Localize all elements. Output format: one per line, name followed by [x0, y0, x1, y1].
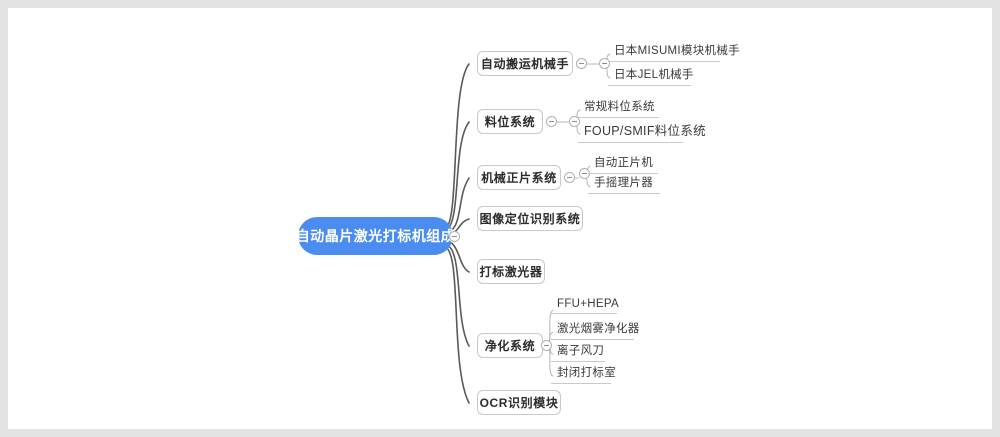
leaf-node-label: 封闭打标室	[557, 367, 616, 379]
fork-collapse-toggle-6[interactable]	[541, 340, 552, 351]
leaf-node-ionizing-air-knife[interactable]: 离子风刀	[551, 342, 605, 362]
branch-node-label: OCR识别模块	[479, 396, 559, 410]
leaf-node-label: 日本MISUMI模块机械手	[614, 45, 740, 57]
mindmap-canvas: 自动晶片激光打标机组成 自动搬运机械手 日本MISUMI模块机械手 日本JEL机…	[8, 8, 992, 429]
root-node[interactable]: 自动晶片激光打标机组成	[295, 217, 456, 255]
branch-node-image-positioning-system[interactable]: 图像定位识别系统	[477, 206, 583, 231]
branch-node-label: 图像定位识别系统	[479, 212, 581, 226]
leaf-node-auto-wafer-machine[interactable]: 自动正片机	[588, 154, 658, 174]
branch-node-label: 打标激光器	[479, 265, 543, 279]
leaf-node-label: 自动正片机	[594, 157, 653, 169]
root-node-label: 自动晶片激光打标机组成	[295, 228, 456, 244]
leaf-node-laser-fume-purifier[interactable]: 激光烟雾净化器	[551, 320, 639, 340]
leaf-node-ffu-hepa[interactable]: FFU+HEPA	[551, 298, 619, 314]
leaf-node-label: FOUP/SMIF料位系统	[584, 124, 706, 138]
leaf-node-label: FFU+HEPA	[557, 298, 619, 310]
leaf-node-label: 常规料位系统	[584, 101, 655, 113]
branch-node-label: 净化系统	[484, 339, 536, 353]
branch-node-automated-handling-robot[interactable]: 自动搬运机械手	[477, 51, 573, 76]
trunk-edge-7	[444, 246, 470, 404]
branch-node-label: 机械正片系统	[481, 171, 557, 185]
branch-collapse-toggle-1[interactable]	[576, 58, 587, 69]
leaf-node-standard-level-system[interactable]: 常规料位系统	[578, 98, 659, 118]
branch-node-label: 自动搬运机械手	[480, 57, 570, 71]
leaf-node-enclosed-marking-chamber[interactable]: 封闭打标室	[551, 364, 616, 384]
fork-collapse-toggle-1[interactable]	[599, 58, 610, 69]
branch-node-ocr-module[interactable]: OCR识别模块	[477, 390, 561, 415]
trunk-edge-6	[444, 243, 470, 347]
branch-node-marking-laser[interactable]: 打标激光器	[477, 259, 545, 284]
leaf-node-label: 日本JEL机械手	[614, 69, 694, 81]
trunk-edge-1	[444, 63, 470, 229]
leaf-node-label: 离子风刀	[557, 345, 605, 357]
branch-node-level-system[interactable]: 料位系统	[477, 109, 543, 134]
root-collapse-toggle[interactable]	[449, 231, 460, 242]
leaf-node-misumi-module-robot[interactable]: 日本MISUMI模块机械手	[608, 42, 740, 62]
trunk-edge-2	[444, 121, 470, 231]
leaf-node-jel-robot[interactable]: 日本JEL机械手	[608, 66, 694, 86]
leaf-node-foup-smif-level-system[interactable]: FOUP/SMIF料位系统	[578, 120, 706, 143]
branch-node-purification-system[interactable]: 净化系统	[477, 333, 543, 358]
branch-node-mechanical-wafer-system[interactable]: 机械正片系统	[477, 165, 561, 190]
leaf-node-manual-wafer-sorter[interactable]: 手摇理片器	[588, 174, 660, 194]
fork-collapse-toggle-2[interactable]	[569, 116, 580, 127]
leaf-node-label: 激光烟雾净化器	[557, 323, 640, 335]
branch-node-label: 料位系统	[484, 115, 536, 129]
branch-collapse-toggle-3[interactable]	[564, 172, 575, 183]
branch-collapse-toggle-2[interactable]	[546, 116, 557, 127]
leaf-node-label: 手摇理片器	[594, 177, 653, 189]
